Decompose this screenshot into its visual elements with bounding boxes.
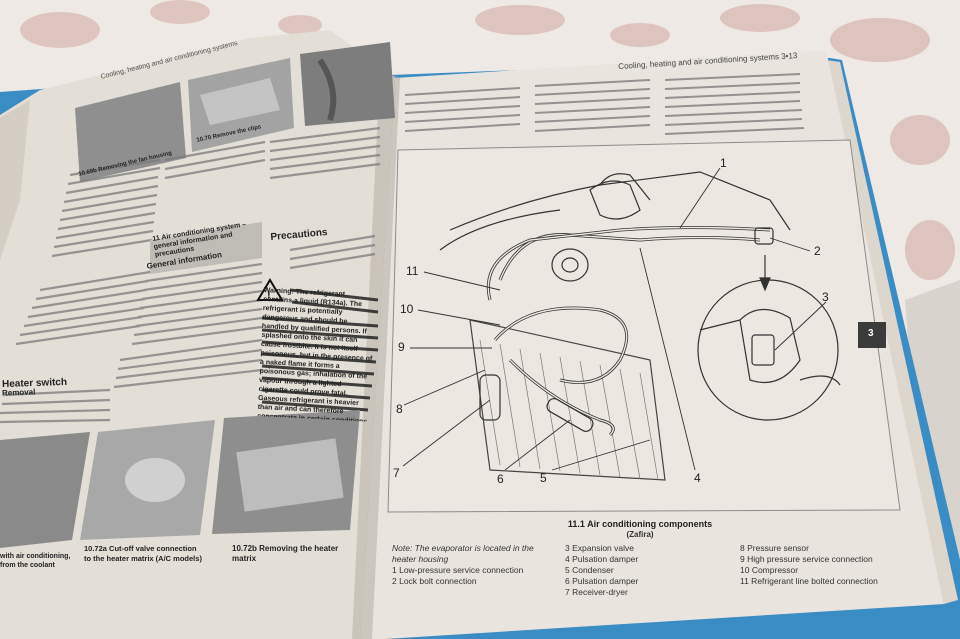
ac-section-heading-box bbox=[150, 222, 262, 274]
legend-item: 3 Expansion valve bbox=[565, 543, 634, 553]
legend-item: 5 Condenser bbox=[565, 565, 614, 575]
figure-caption-title: 11.1 Air conditioning components bbox=[567, 519, 713, 529]
diagram-leader-lines bbox=[402, 167, 827, 471]
legend-column-1: Note: The evaporator is located in the h… bbox=[392, 543, 552, 587]
figure-caption-sub: (Zafira) bbox=[626, 530, 654, 539]
left-top-photos bbox=[75, 42, 395, 182]
legend-item: 10 Compressor bbox=[740, 565, 799, 575]
callout-1: 1 bbox=[720, 156, 727, 170]
caption-bottom-3: 10.72b Removing the heater matrix bbox=[232, 544, 339, 563]
diagram-frame bbox=[387, 139, 901, 513]
legend-item: 1 Low-pressure service connection bbox=[392, 565, 524, 575]
callout-11: 11 bbox=[406, 264, 419, 278]
legend-item: 4 Pulsation damper bbox=[565, 554, 639, 564]
callout-6: 6 bbox=[497, 472, 504, 486]
legend-item: 8 Pressure sensor bbox=[740, 543, 809, 553]
caption-bottom-2: 10.72a Cut-off valve connection to the h… bbox=[84, 544, 202, 563]
legend-item: 11 Refrigerant line bolted connection bbox=[740, 576, 878, 586]
chapter-tab bbox=[858, 322, 886, 348]
caption-bottom-1: with air conditioning, from the coolant bbox=[0, 553, 71, 569]
legend-item: 6 Pulsation damper bbox=[565, 576, 639, 586]
right-top-text-lines bbox=[404, 73, 805, 135]
legend-column-2: 3 Expansion valve 4 Pulsation damper 5 C… bbox=[565, 543, 715, 598]
warning-triangle-icon bbox=[256, 278, 284, 301]
callout-8: 8 bbox=[396, 402, 403, 416]
svg-text:!: ! bbox=[267, 289, 271, 301]
callout-9: 9 bbox=[398, 340, 405, 354]
left-text-lines bbox=[0, 126, 381, 424]
callout-2: 2 bbox=[814, 244, 821, 258]
callout-7: 7 bbox=[393, 466, 400, 480]
warning-text: Warning: The refrigerant contains a liqu… bbox=[257, 286, 373, 422]
ac-components-diagram bbox=[439, 171, 841, 481]
callout-10: 10 bbox=[400, 302, 414, 316]
legend-item: 2 Lock bolt connection bbox=[392, 576, 477, 586]
bedsheet-flower-pattern bbox=[20, 0, 960, 450]
legend-note: Note: The evaporator is located in the h… bbox=[392, 543, 534, 564]
callout-3: 3 bbox=[822, 290, 829, 304]
legend-column-3: 8 Pressure sensor 9 High pressure servic… bbox=[740, 543, 910, 587]
legend-item: 7 Receiver-dryer bbox=[565, 587, 628, 597]
heading-removal: Removal bbox=[1, 387, 36, 398]
callout-5: 5 bbox=[540, 471, 547, 485]
legend-item: 9 High pressure service connection bbox=[740, 554, 873, 564]
callout-4: 4 bbox=[694, 471, 701, 485]
chapter-tab-number: 3 bbox=[868, 328, 874, 339]
warning-text-lines bbox=[261, 288, 379, 412]
left-bottom-photos bbox=[0, 410, 360, 548]
